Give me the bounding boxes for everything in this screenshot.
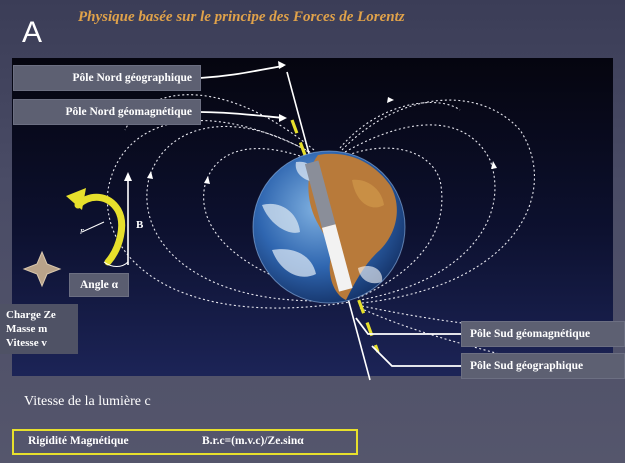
earth — [252, 150, 406, 304]
label-north-geographic: Pôle Nord géographique — [14, 66, 200, 90]
label-mass: Masse m — [6, 323, 48, 335]
label-angle: Angle α — [70, 274, 129, 296]
rigidity-formula: B.r.c=(m.v.c)/Ze.sinα — [202, 435, 304, 447]
slide-title: Physique basée sur le principe des Force… — [78, 9, 405, 25]
field-arrow-2 — [204, 176, 210, 184]
rigidity-box: Rigidité Magnétique B.r.c=(m.v.c)/Ze.sin… — [12, 429, 358, 455]
north-mag-arrowhead — [279, 114, 287, 122]
leader-lines — [199, 65, 462, 367]
rigidity-label: Rigidité Magnétique — [28, 435, 129, 447]
angle-arc — [103, 261, 129, 267]
panel-letter: A — [22, 16, 44, 49]
bar-magnet — [304, 160, 353, 292]
field-arrow-4 — [491, 161, 497, 169]
field-arrow-3 — [387, 97, 394, 103]
particle-trajectory — [66, 188, 126, 266]
north-geo-arrowhead — [278, 61, 286, 69]
speed-of-light-text: Vitesse de la lumière c — [24, 394, 151, 409]
label-south-geographic: Pôle Sud géographique — [462, 354, 624, 378]
field-arrow-1 — [147, 171, 153, 179]
label-velocity: Vitesse v — [6, 337, 47, 349]
vector-b-label: B — [136, 219, 144, 231]
label-charge: Charge Ze — [6, 309, 56, 321]
radius-line — [81, 221, 105, 233]
label-south-geomagnetic: Pôle Sud géomagnétique — [462, 322, 624, 346]
label-north-geomagnetic: Pôle Nord géomagnétique — [14, 100, 200, 124]
field-arrows — [147, 97, 497, 184]
vector-b-arrowhead — [124, 172, 132, 181]
label-charge-mass-velocity: Charge Ze Masse m Vitesse v — [0, 304, 78, 354]
radius-label: r — [80, 226, 84, 237]
charged-particle-icon — [22, 250, 62, 288]
